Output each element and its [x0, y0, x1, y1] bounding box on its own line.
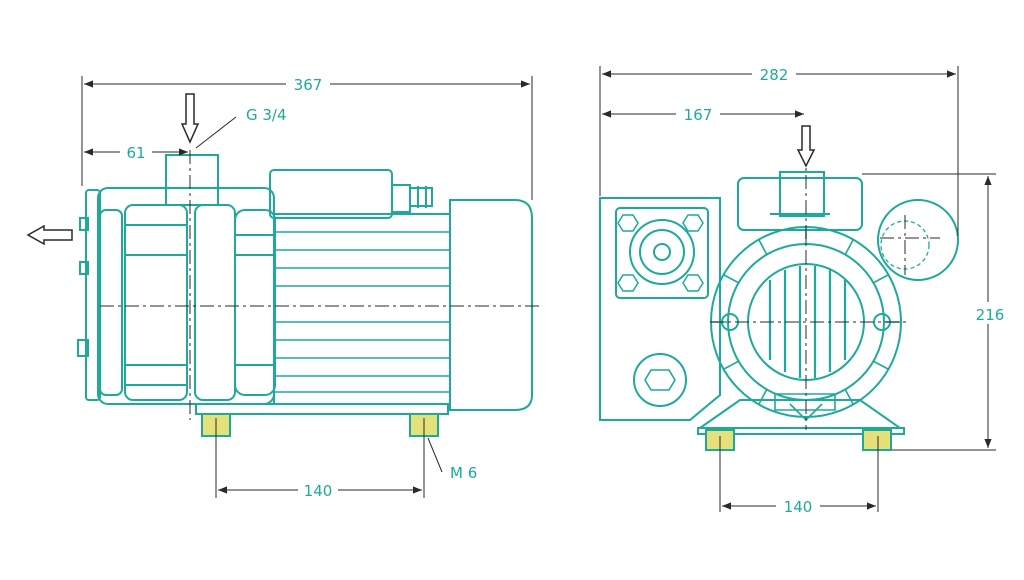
dim-overall-width: 282 — [760, 66, 789, 84]
end-centerlines — [710, 150, 940, 430]
drain-plug-icon — [633, 353, 687, 407]
fan-cover — [449, 199, 533, 411]
dim-bg — [286, 74, 330, 94]
terminal-box-end — [877, 199, 959, 281]
side-dimensions — [81, 76, 533, 498]
dim-overall-length: 367 — [294, 76, 323, 94]
dim-bg — [752, 64, 796, 84]
outlet-arrow-icon — [26, 224, 73, 246]
dim-end-foot-spacing: 140 — [784, 498, 813, 516]
dim-bg — [676, 104, 720, 124]
dim-bg — [776, 496, 820, 516]
dim-foot-spacing: 140 — [304, 482, 333, 500]
end-inlet-arrow-icon — [796, 125, 816, 168]
terminal-box — [269, 169, 393, 219]
dim-bg — [298, 480, 338, 500]
end-inlet-port — [779, 171, 825, 217]
dim-end-inlet-offset: 167 — [684, 106, 713, 124]
bolt-label: M 6 — [450, 464, 477, 482]
dim-overall-height: 216 — [976, 306, 1005, 324]
end-foot-right — [862, 429, 892, 451]
cooling-fins-right — [194, 204, 276, 401]
dim-bg — [970, 302, 1010, 324]
dim-bg — [120, 142, 152, 162]
flange-plate — [599, 197, 721, 421]
side-centerlines — [100, 150, 542, 420]
end-dimensions — [599, 66, 996, 512]
side-view — [26, 154, 533, 437]
inlet-port — [165, 154, 219, 206]
thread-label: G 3/4 — [246, 106, 287, 124]
end-view — [599, 171, 959, 451]
inlet-arrow-icon — [180, 93, 200, 144]
cooling-fins-left — [99, 204, 188, 401]
base-plate — [195, 403, 449, 415]
dim-inlet-offset: 61 — [126, 144, 145, 162]
motor-fins — [274, 231, 450, 393]
